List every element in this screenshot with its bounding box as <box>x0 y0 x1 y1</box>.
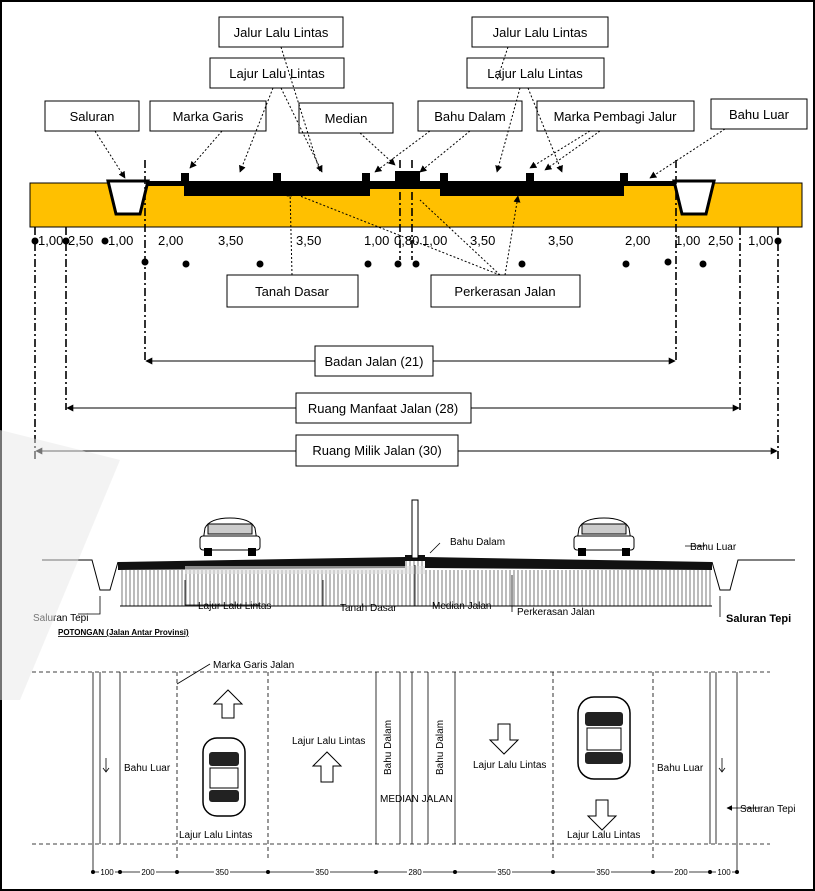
dim-12: 2,00 <box>625 233 650 248</box>
mid-label-perkerasan-jalan: Perkerasan Jalan <box>517 607 595 618</box>
label-bahu-dalam: Bahu Dalam <box>434 109 506 124</box>
label-lajur-lalu-lintas-1: Lajur Lalu Lintas <box>229 66 325 81</box>
dim-15: 1,00 <box>748 233 773 248</box>
car-right-icon <box>573 517 635 556</box>
plan-label-bahu-luar-right: Bahu Luar <box>657 763 704 774</box>
plan-label-median-jalan: MEDIAN JALAN <box>380 794 453 805</box>
label-bahu-luar: Bahu Luar <box>729 107 790 122</box>
plan-label-bahu-dalam-2: Bahu Dalam <box>435 720 446 775</box>
plan-dim-5: 280 <box>408 868 422 877</box>
dim-10: 3,50 <box>470 233 495 248</box>
plan-dim-2: 200 <box>141 868 155 877</box>
car-top-right-icon <box>577 696 631 780</box>
marker <box>440 173 448 182</box>
label-saluran: Saluran <box>70 109 115 124</box>
dim-6: 3,50 <box>296 233 321 248</box>
plan-dim-1: 100 <box>100 868 114 877</box>
right-shoulder-pavement <box>624 181 674 186</box>
left-ditch <box>106 179 150 216</box>
mid-label-bahu-luar: Bahu Luar <box>690 542 737 553</box>
right-carriageway-pavement <box>440 181 624 196</box>
dim-7: 1,00 <box>364 233 389 248</box>
arrow-up-icon <box>212 689 244 719</box>
marker <box>620 173 628 182</box>
label-badan-jalan: Badan Jalan (21) <box>324 354 423 369</box>
dim-1: 1,00 <box>38 233 63 248</box>
left-shoulder-pavement <box>148 181 184 186</box>
plan-label-lajur-left-bottom: Lajur Lalu Lintas <box>179 830 252 841</box>
dim-3: 1,00 <box>108 233 133 248</box>
plan-label-bahu-luar-left: Bahu Luar <box>124 763 171 774</box>
arrow-up-icon <box>311 751 343 783</box>
marker <box>273 173 281 182</box>
watermark <box>0 430 120 700</box>
plan-label-saluran-tepi: Saluran Tepi <box>740 804 795 815</box>
mid-label-bahu-dalam: Bahu Dalam <box>450 537 505 548</box>
middle-cross-section: Bahu Dalam Bahu Luar Saluran Tepi Lajur … <box>33 499 795 637</box>
label-tanah-dasar: Tanah Dasar <box>255 284 329 299</box>
arrow-down-icon <box>586 799 618 831</box>
plan-view: Marka Garis Jalan Bahu Luar Lajur Lalu L… <box>32 660 795 877</box>
top-cross-section: Jalur Lalu Lintas Lajur Lalu Lintas Jalu… <box>29 16 808 467</box>
marker <box>526 173 534 182</box>
median-pavement <box>370 181 440 189</box>
plan-dim-7: 350 <box>596 868 610 877</box>
plan-label-lajur-right-mid: Lajur Lalu Lintas <box>473 760 546 771</box>
label-perkerasan-jalan: Perkerasan Jalan <box>454 284 555 299</box>
right-ditch <box>672 179 716 216</box>
label-jalur-lalu-lintas-1: Jalur Lalu Lintas <box>234 25 329 40</box>
dim-2: 2,50 <box>68 233 93 248</box>
label-marka-garis: Marka Garis <box>173 109 244 124</box>
plan-label-lajur-right-bottom: Lajur Lalu Lintas <box>567 830 640 841</box>
dim-8: 0,80 <box>394 233 419 248</box>
dim-9: 1,00 <box>422 233 447 248</box>
arrow-down-icon <box>488 723 520 755</box>
label-median: Median <box>325 111 368 126</box>
plan-label-bahu-dalam-1: Bahu Dalam <box>383 720 394 775</box>
car-top-left-icon <box>202 737 246 817</box>
plan-dim-3: 350 <box>215 868 229 877</box>
label-jalur-lalu-lintas-2: Jalur Lalu Lintas <box>493 25 588 40</box>
dim-13: 1,00 <box>675 233 700 248</box>
plan-dim-4: 350 <box>315 868 329 877</box>
marker <box>181 173 189 182</box>
dim-4: 2,00 <box>158 233 183 248</box>
label-ruang-manfaat-jalan: Ruang Manfaat Jalan (28) <box>308 401 458 416</box>
label-ruang-milik-jalan: Ruang Milik Jalan (30) <box>312 443 441 458</box>
plan-label-lajur-left-mid: Lajur Lalu Lintas <box>292 736 365 747</box>
mid-caption: POTONGAN (Jalan Antar Provinsi) <box>58 628 189 637</box>
car-left-icon <box>199 517 261 556</box>
mid-label-saluran-tepi-right: Saluran Tepi <box>726 613 791 625</box>
dim-14: 2,50 <box>708 233 733 248</box>
plan-dim-8: 200 <box>674 868 688 877</box>
plan-dim-6: 350 <box>497 868 511 877</box>
dim-11: 3,50 <box>548 233 573 248</box>
mid-label-lajur-lalu-lintas: Lajur Lalu Lintas <box>198 601 271 612</box>
mid-label-median-jalan: Median Jalan <box>432 601 491 612</box>
mid-label-saluran-tepi-left: Saluran Tepi <box>33 613 88 624</box>
dim-5: 3,50 <box>218 233 243 248</box>
plan-label-marka-garis-jalan: Marka Garis Jalan <box>213 660 294 671</box>
median-block <box>395 171 420 183</box>
left-carriageway-pavement <box>184 181 370 196</box>
marker <box>362 173 370 182</box>
label-lajur-lalu-lintas-2: Lajur Lalu Lintas <box>487 66 583 81</box>
label-marka-pembagi-jalur: Marka Pembagi Jalur <box>554 109 677 124</box>
mid-label-tanah-dasar: Tanah Dasar <box>340 603 397 614</box>
plan-dim-9: 100 <box>717 868 731 877</box>
